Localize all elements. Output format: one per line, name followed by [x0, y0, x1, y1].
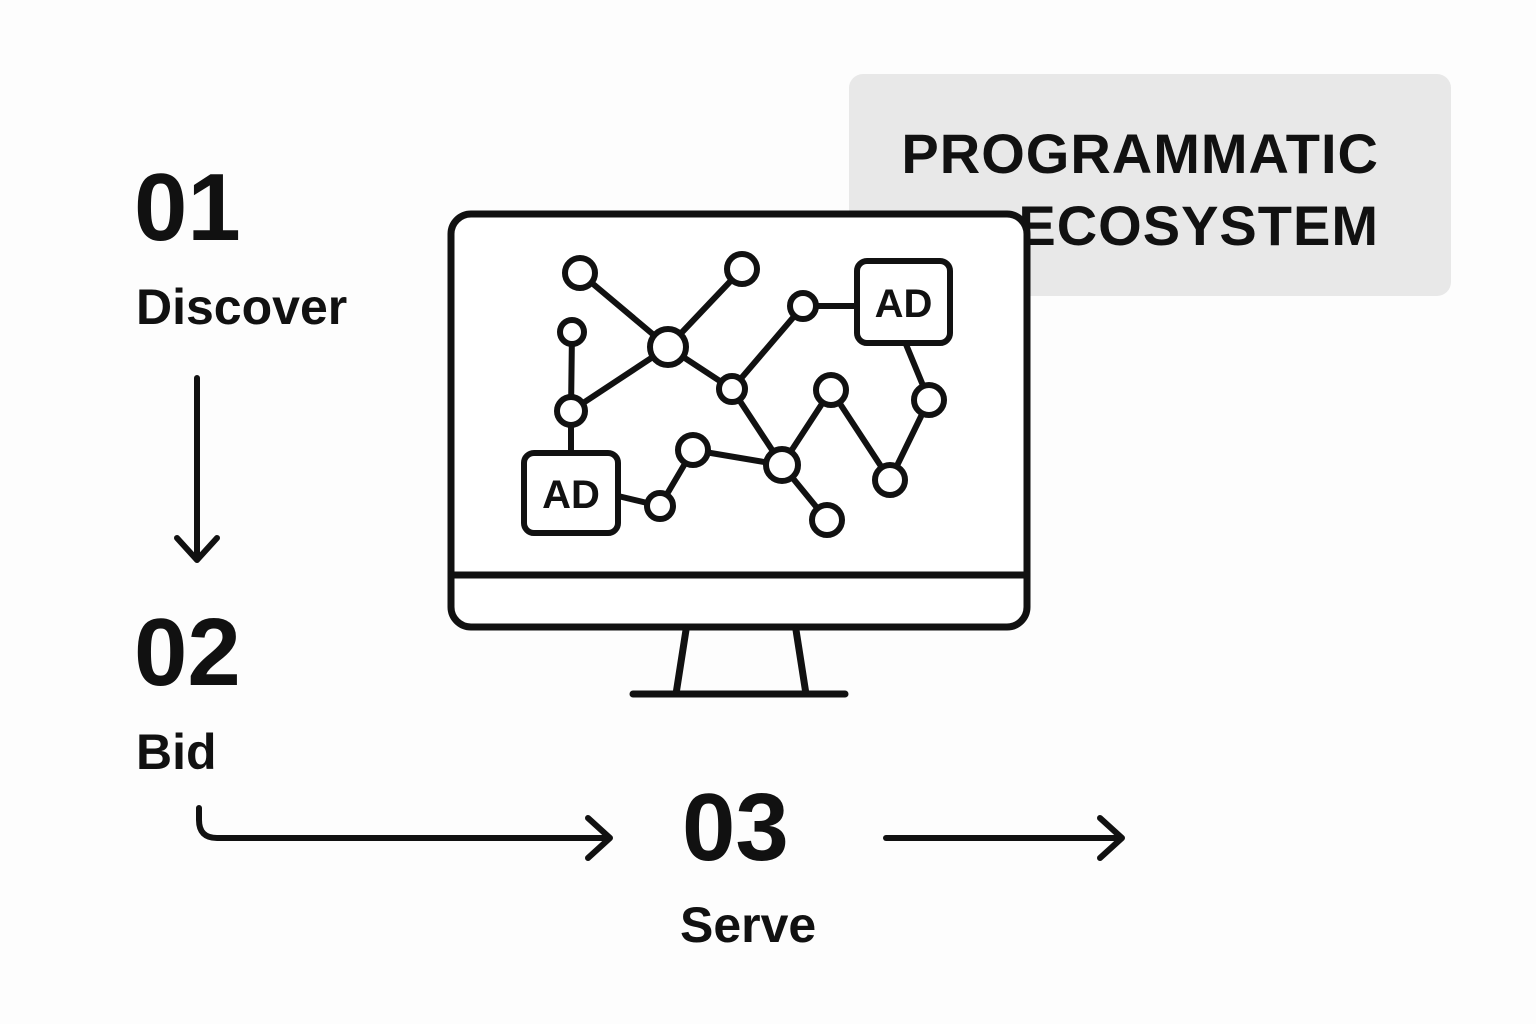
network-node — [647, 326, 689, 368]
network-node — [562, 255, 598, 291]
network-graph-icon: AD AD — [521, 251, 953, 538]
network-node — [675, 432, 711, 468]
step-2-number: 02 — [134, 599, 241, 706]
network-node — [787, 290, 819, 322]
arrow-right-icon — [883, 815, 1125, 861]
ad-badge-top-label: AD — [875, 282, 933, 326]
network-node — [554, 394, 588, 428]
network-node — [809, 502, 845, 538]
network-node — [911, 382, 947, 418]
network-node — [716, 373, 748, 405]
step-1-number: 01 — [134, 154, 241, 261]
diagram-title-line-1: PROGRAMMATIC — [901, 122, 1379, 185]
ad-badge-bottom-label: AD — [542, 473, 600, 517]
network-node — [872, 462, 908, 498]
network-node — [644, 490, 676, 522]
network-node — [557, 317, 587, 347]
step-2-label: Bid — [136, 724, 217, 780]
step-3-label: Serve — [680, 897, 817, 953]
ad-badge-bottom: AD — [521, 450, 621, 536]
network-node — [763, 446, 801, 484]
network-node — [724, 251, 760, 287]
ad-badge-top: AD — [854, 258, 953, 346]
step-1-label: Discover — [136, 279, 348, 335]
arrow-down-icon — [174, 375, 220, 563]
step-3-number: 03 — [682, 774, 789, 881]
network-node — [813, 372, 849, 408]
arrow-right-icon — [196, 805, 613, 861]
diagram-title-line-2: ECOSYSTEM — [1018, 194, 1379, 257]
